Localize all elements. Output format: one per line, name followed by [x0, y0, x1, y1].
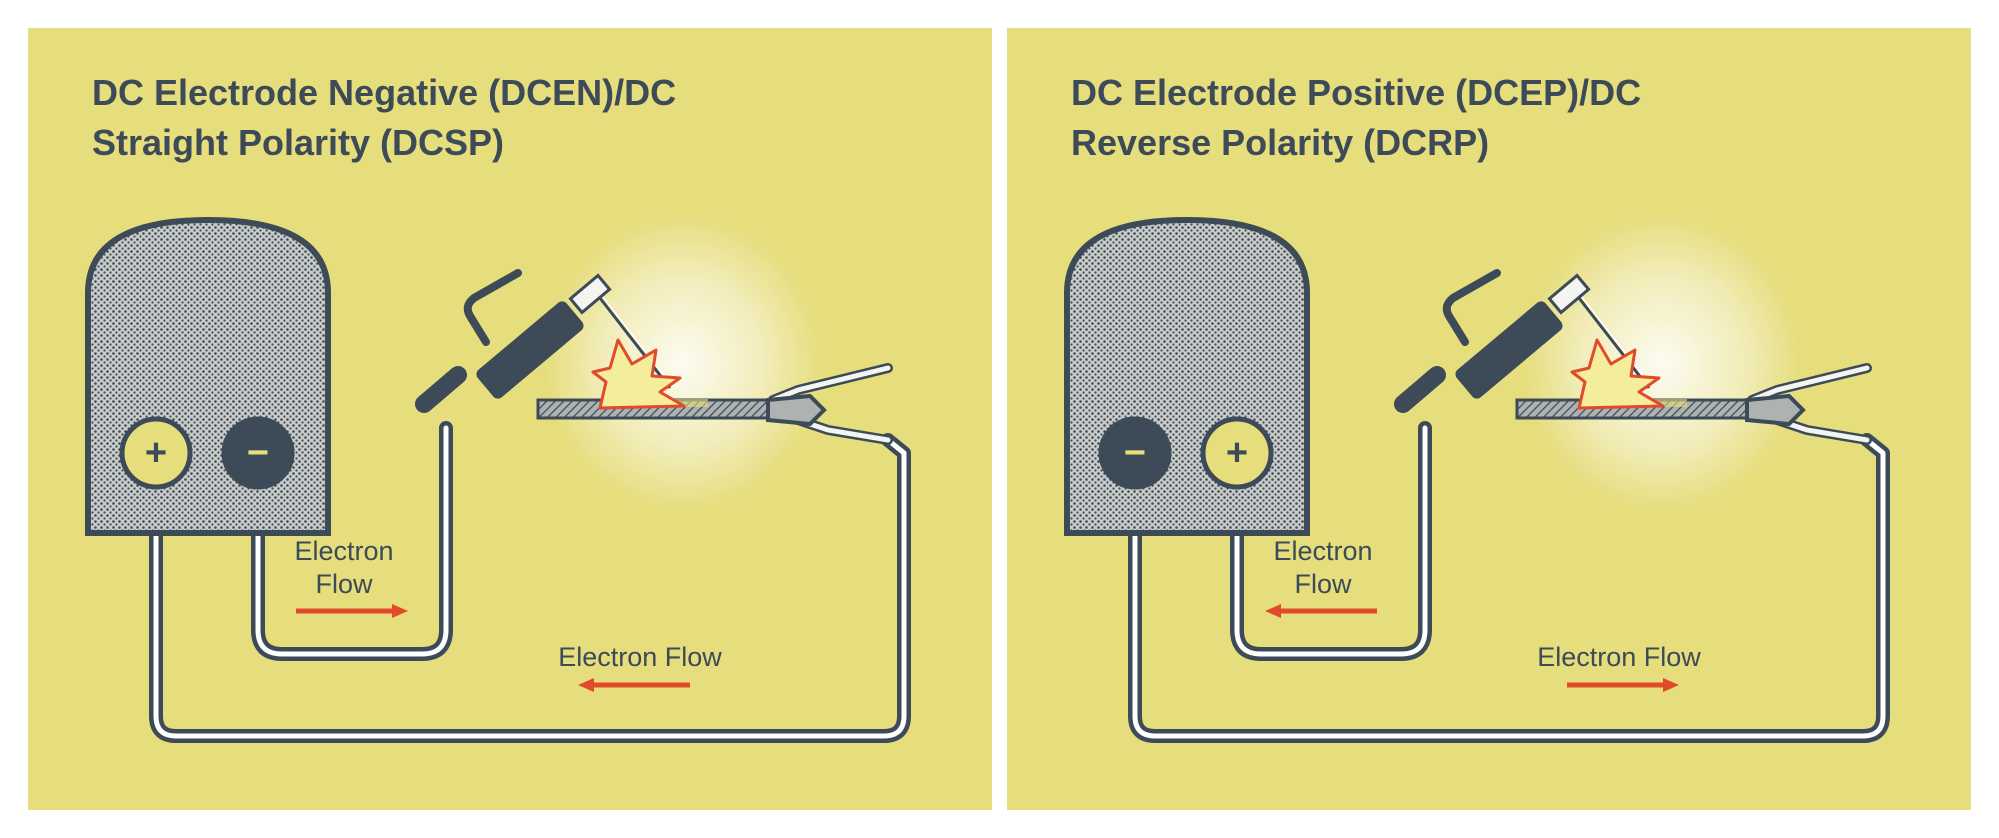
- power-source-body: [85, 216, 331, 536]
- outer-electron-flow: Electron Flow: [558, 642, 722, 692]
- flow-label: Electron Flow: [1537, 642, 1701, 672]
- ground-clamp: [766, 363, 893, 445]
- inner-cable: [1230, 421, 1432, 661]
- inner-electron-flow: Electron Flow: [1265, 536, 1377, 618]
- weld-spark: [1570, 338, 1665, 410]
- flow-label-line-2: Flow: [315, 569, 373, 599]
- dcep-panel: DC Electrode Positive (DCEP)/DC Reverse …: [1007, 28, 1971, 810]
- outer-electron-flow: Electron Flow: [1537, 642, 1701, 692]
- outer-cable: [149, 433, 911, 743]
- weld-spark: [591, 338, 686, 410]
- title-line-2: Reverse Polarity (DCRP): [1071, 122, 1490, 163]
- arc-glow: [1522, 213, 1802, 513]
- electrode-holder: [1394, 269, 1652, 413]
- flow-arrow-right: [1567, 678, 1679, 692]
- panel-title: DC Electrode Negative (DCEN)/DC Straight…: [92, 68, 676, 168]
- terminal-symbol: −: [1124, 432, 1146, 474]
- arc-glow: [543, 213, 823, 513]
- title-line-2: Straight Polarity (DCSP): [92, 122, 505, 163]
- flow-label: Electron Flow: [558, 642, 722, 672]
- flow-label-line-2: Flow: [1294, 569, 1352, 599]
- flow-label-line-1: Electron: [294, 536, 393, 566]
- positive-terminal: +: [1200, 416, 1274, 490]
- title-line-1: DC Electrode Positive (DCEP)/DC: [1071, 72, 1642, 113]
- title-line-1: DC Electrode Negative (DCEN)/DC: [92, 72, 677, 113]
- panel-title: DC Electrode Positive (DCEP)/DC Reverse …: [1071, 68, 1641, 168]
- terminal-symbol: +: [1226, 432, 1248, 474]
- dcen-panel: DC Electrode Negative (DCEN)/DC Straight…: [28, 28, 992, 810]
- flow-arrow-right: [296, 604, 408, 618]
- negative-terminal: −: [1098, 416, 1172, 490]
- terminal-symbol: +: [145, 432, 167, 474]
- inner-cable: [251, 421, 453, 661]
- inner-electron-flow: Electron Flow: [294, 536, 408, 618]
- flow-arrow-left: [578, 678, 690, 692]
- dcen-circuit-diagram: + − Electron Flow: [85, 213, 911, 743]
- power-source-body: [1064, 216, 1310, 536]
- terminal-symbol: −: [247, 432, 269, 474]
- positive-terminal: +: [119, 416, 193, 490]
- outer-cable: [1128, 433, 1890, 743]
- electrode-holder: [415, 269, 673, 413]
- dcep-circuit-diagram: − + Electron Flow: [1064, 213, 1890, 743]
- ground-clamp: [1745, 363, 1872, 445]
- flow-label-line-1: Electron: [1273, 536, 1372, 566]
- flow-arrow-left: [1265, 604, 1377, 618]
- negative-terminal: −: [221, 416, 295, 490]
